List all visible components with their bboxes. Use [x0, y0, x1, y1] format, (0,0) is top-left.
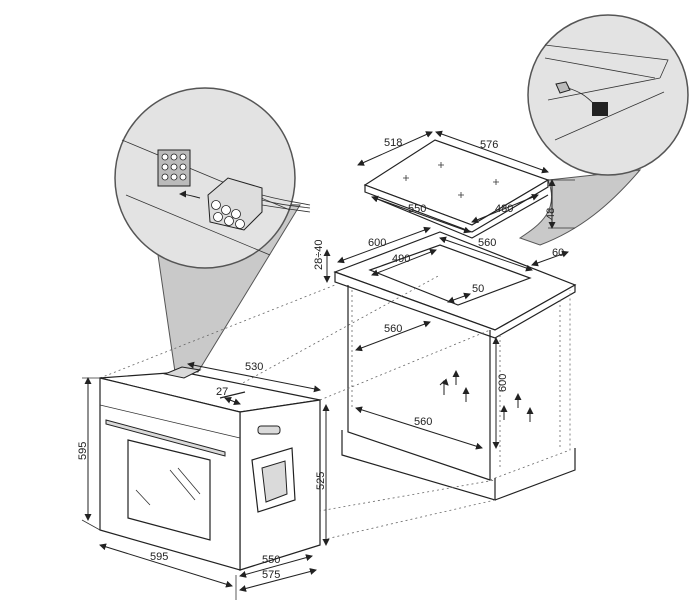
hob-callout-circle	[527, 14, 689, 176]
dim-oven-body-height: 525	[315, 472, 327, 490]
dim-rear-gap: 60	[552, 247, 564, 259]
dim-hob-width: 576	[480, 139, 498, 151]
dim-oven-height: 595	[77, 442, 89, 460]
dim-cutout-width: 560	[478, 237, 496, 249]
hob-plug-icon	[555, 81, 608, 116]
cabinet-dimensions: 28÷40 600 490 560 60 50 560 600 560	[313, 226, 569, 450]
alignment-guides	[99, 274, 496, 561]
cabinet-plinth	[341, 430, 576, 501]
oven-side-vent	[257, 425, 281, 435]
dim-front-gap: 50	[472, 283, 484, 295]
dim-hob-depth: 518	[384, 137, 402, 149]
dim-oven-handle-gap: 27	[216, 386, 228, 398]
oven	[99, 366, 321, 571]
dim-oven-top-depth: 530	[245, 361, 263, 373]
oven-side-panel-inner	[261, 460, 288, 503]
dim-oven-width: 595	[150, 551, 168, 563]
dim-cabinet-height: 600	[497, 374, 509, 392]
hob-callout-panel-lines	[544, 44, 669, 141]
oven-connector-callout	[114, 87, 311, 373]
cabinet-front	[347, 285, 491, 481]
dim-cabinet-inner-width: 560	[414, 416, 432, 428]
oven-dimensions: 530 27 595 595 525 550 575	[77, 361, 330, 600]
dim-oven-total-depth: 575	[262, 569, 280, 581]
oven-window	[127, 439, 211, 541]
worktop-edge	[334, 271, 576, 339]
hob-connector-callout	[518, 14, 689, 246]
oven-window-reflection	[135, 467, 201, 506]
oven-control-panel-line	[99, 404, 241, 439]
dim-cabinet-width: 560	[384, 323, 402, 335]
dim-hob-height: 48	[545, 208, 557, 220]
oven-door-handle	[105, 419, 226, 457]
ventilation-arrows-icon	[439, 370, 534, 422]
dim-oven-body-depth: 550	[262, 554, 280, 566]
oven-socket-icon	[157, 149, 191, 187]
cabinet-inner-hidden	[351, 290, 561, 470]
plug-insert-arrow-icon	[179, 190, 201, 199]
dim-hob-cut-depth: 480	[495, 203, 513, 215]
cabinet	[333, 231, 577, 501]
cabinet-side-hidden	[489, 290, 571, 481]
dim-worktop-depth: 600	[368, 237, 386, 249]
dim-cutout-depth: 490	[392, 253, 410, 265]
hob-dimensions: 518 576 550 480 48	[357, 130, 575, 234]
dim-hob-cut-width: 550	[408, 203, 426, 215]
oven-callout-circle	[114, 87, 296, 269]
oven-plug-icon	[207, 177, 311, 231]
hob	[363, 139, 550, 239]
hob-glass-top	[363, 139, 550, 226]
dim-worktop-thickness: 28÷40	[313, 239, 325, 270]
